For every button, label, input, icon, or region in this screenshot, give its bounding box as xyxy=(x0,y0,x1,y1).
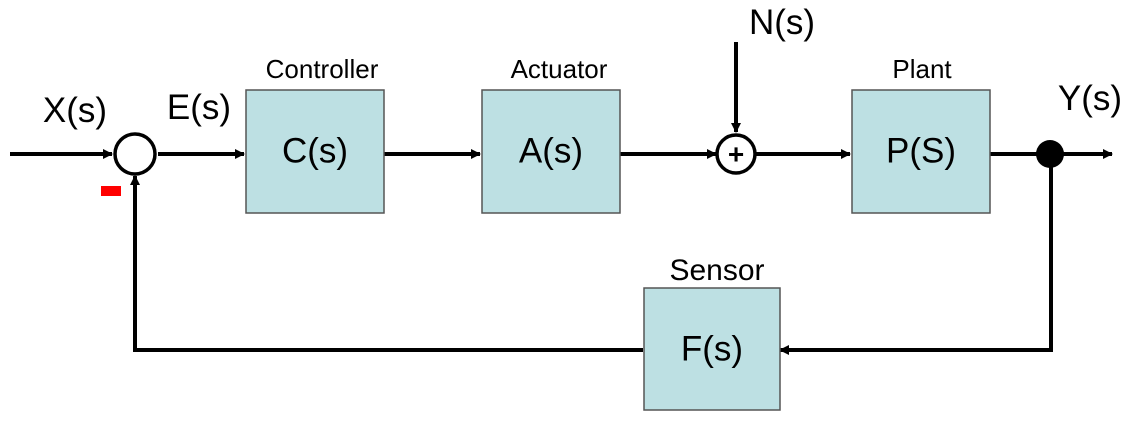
controller-label: C(s) xyxy=(282,131,348,170)
error-signal-label: E(s) xyxy=(167,88,231,127)
output-signal-label: Y(s) xyxy=(1058,79,1122,118)
input-signal-label: X(s) xyxy=(43,91,107,130)
noise-signal-label: N(s) xyxy=(749,3,815,42)
actuator-label: A(s) xyxy=(519,131,583,170)
output-branch-point xyxy=(1036,140,1064,168)
controller-block xyxy=(245,89,385,214)
noise-plus-sign: + xyxy=(728,138,744,169)
controller-title: Controller xyxy=(266,54,379,84)
error-summing-junction xyxy=(113,132,157,176)
plant-block xyxy=(851,89,991,214)
negative-sign-marker xyxy=(101,186,121,196)
sensor-label: F(s) xyxy=(681,329,743,368)
actuator-block xyxy=(481,89,621,214)
actuator-title: Actuator xyxy=(511,54,608,84)
noise-summing-junction xyxy=(715,133,757,175)
sensor-title: Sensor xyxy=(669,254,764,287)
plant-label: P(S) xyxy=(886,131,956,170)
plant-title: Plant xyxy=(892,54,952,84)
sensor-block xyxy=(643,287,781,411)
